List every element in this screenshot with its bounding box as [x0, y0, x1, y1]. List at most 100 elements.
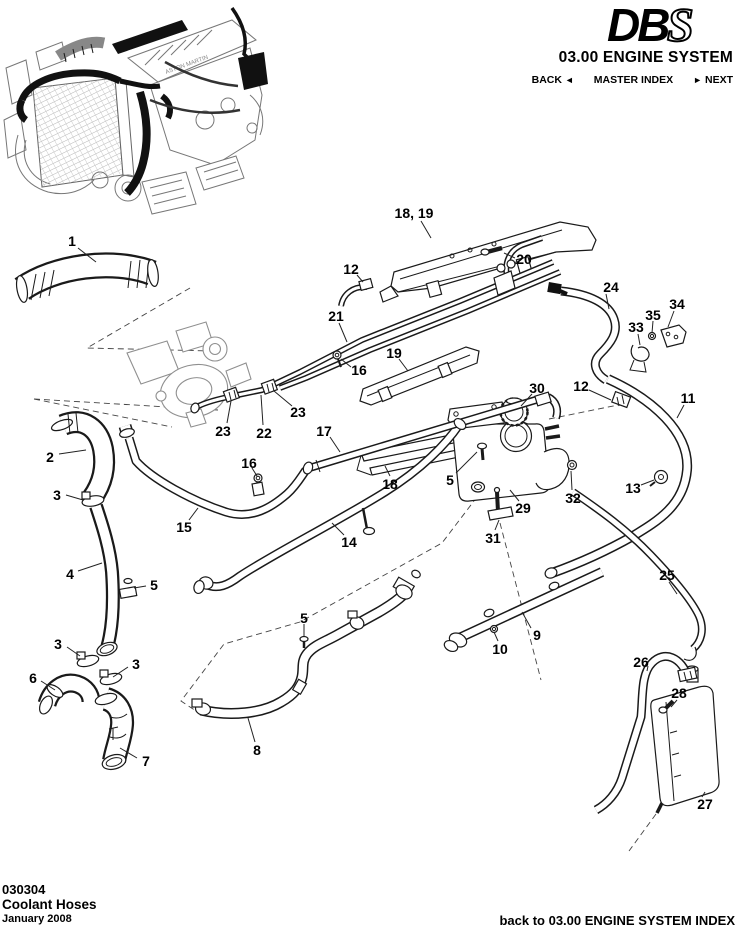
callout-2: 2 — [46, 449, 54, 465]
callout-leader-28 — [670, 699, 678, 708]
callout-29: 29 — [515, 500, 531, 516]
callout-leader-3 — [65, 494, 84, 501]
callout-leader-27 — [701, 791, 706, 798]
part-1-radiator-hose-core — [15, 254, 156, 299]
callout-7: 7 — [142, 753, 150, 769]
part-26-hose-core — [594, 653, 691, 813]
part-3-clamp — [76, 651, 100, 668]
part-8-hose-core — [200, 591, 407, 718]
callout-leader-16 — [251, 467, 258, 477]
part-26-clamp — [677, 666, 698, 683]
callout-3: 3 — [132, 656, 140, 672]
nav-master-index-link[interactable]: MASTER INDEX — [593, 74, 674, 86]
part-5-bolt — [299, 635, 309, 648]
part-16-nut-lower — [251, 473, 265, 497]
callout-12: 12 — [573, 378, 589, 394]
callout-20: 20 — [516, 251, 532, 267]
nav-next-link[interactable]: ► NEXT — [693, 74, 733, 86]
part-11-hose-core — [550, 375, 691, 577]
callout-leader-12 — [356, 274, 364, 283]
part-9-fittings — [443, 581, 560, 653]
callout-17: 17 — [316, 423, 332, 439]
callout-25: 25 — [659, 567, 675, 583]
next-arrow-icon: ► — [693, 75, 703, 85]
callout-4: 4 — [66, 566, 74, 582]
hoses-and-pipes — [14, 235, 706, 814]
callout-leader-22 — [260, 394, 264, 426]
nav-back-link[interactable]: BACK ◄ — [532, 74, 574, 86]
callout-31: 31 — [485, 530, 501, 546]
callout-34: 34 — [669, 296, 685, 312]
part-35-nut — [647, 331, 657, 341]
callout-leader-23 — [273, 390, 293, 407]
callout-16: 16 — [241, 455, 257, 471]
part-25-hose — [570, 488, 706, 653]
header-nav: BACK ◄ MASTER INDEX ► NEXT — [532, 74, 733, 86]
callout-leader-26 — [646, 665, 649, 672]
part-24-hose-core — [560, 288, 619, 383]
part-19-shield-rail — [359, 346, 480, 406]
callout-leader-19 — [398, 358, 409, 372]
callout-leader-30 — [520, 393, 533, 407]
part-27-overflow-bottle — [650, 665, 720, 814]
callout-leader-11 — [676, 404, 685, 419]
callout-leader-14 — [331, 522, 345, 536]
callout-leader-31 — [494, 519, 500, 531]
part-14-fittings — [193, 417, 467, 595]
callout-18, 19: 18, 19 — [395, 205, 434, 221]
part-8-hose-clamps — [191, 569, 421, 716]
callout-11: 11 — [681, 390, 696, 406]
callout-32: 32 — [565, 490, 581, 506]
clamps-and-fittings — [15, 259, 698, 771]
callout-leader-8 — [247, 717, 256, 743]
part-5-pipe-clip-bolt — [118, 577, 138, 600]
callout-19: 19 — [386, 345, 402, 361]
callout-leader-5 — [455, 451, 478, 474]
part-21-pipe-lower-core — [279, 270, 561, 390]
part-9-hose-core — [455, 568, 604, 643]
callout-9: 9 — [533, 627, 541, 643]
pipe-bracket — [493, 259, 516, 296]
part-32-grommet — [566, 459, 578, 471]
callout-leader-4 — [77, 562, 103, 572]
water-pump-assembly — [126, 321, 252, 428]
callout-35: 35 — [645, 307, 661, 323]
callout-5: 5 — [446, 472, 454, 488]
part-24-connector — [547, 282, 568, 296]
part-25-hose-core — [571, 489, 705, 651]
callout-leader-20 — [503, 252, 516, 259]
footer-back-link[interactable]: back to 03.00 ENGINE SYSTEM INDEX — [499, 913, 735, 928]
part-10-nut — [489, 624, 499, 634]
part-23-clips — [222, 378, 279, 403]
part-18-19-heat-shield-assembly — [379, 221, 597, 303]
callout-3: 3 — [53, 487, 61, 503]
callout-leader-3 — [112, 666, 129, 678]
document-title: Coolant Hoses — [2, 897, 97, 913]
page-title: 03.00 ENGINE SYSTEM — [558, 49, 733, 66]
callout-5: 5 — [300, 610, 308, 626]
callout-leader-34 — [667, 310, 675, 328]
document-date: January 2008 — [2, 913, 72, 926]
part-3-clamp — [99, 669, 123, 686]
logo-s: S — [667, 2, 694, 48]
callout-leader-7 — [119, 747, 138, 759]
callout-8: 8 — [253, 742, 261, 758]
callout-23: 23 — [290, 404, 306, 420]
part-17-pipe-core — [305, 393, 550, 472]
callout-28: 28 — [671, 685, 687, 701]
callout-26: 26 — [633, 654, 649, 670]
part-5-tank-bolt — [476, 442, 488, 461]
callout-21: 21 — [328, 308, 344, 324]
callout-leader-10 — [493, 631, 499, 642]
logo-db: DB — [607, 2, 669, 48]
callout-leader-21 — [338, 322, 348, 343]
part-14-hose-core — [203, 423, 462, 590]
callout-13: 13 — [625, 480, 641, 496]
part-21-pipe-upper-core — [227, 260, 554, 399]
part-31-bracket — [487, 486, 514, 521]
nav-next-label: NEXT — [704, 74, 733, 86]
nav-back-label: BACK — [531, 74, 562, 86]
document-number: 030304 — [2, 882, 46, 897]
callout-leader-24 — [605, 293, 610, 310]
